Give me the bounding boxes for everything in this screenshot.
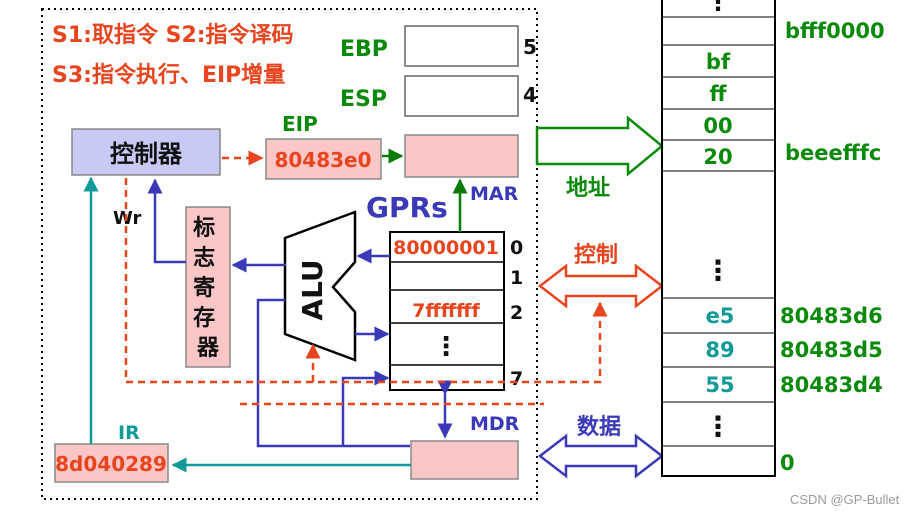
memory-address: beeefffc: [785, 141, 881, 165]
gpr-0-index: 0: [510, 237, 523, 259]
gprs-file: [389, 231, 505, 391]
gpr-0-value: 80000001: [393, 237, 499, 259]
memory-mid-dots: ⋮: [704, 254, 732, 287]
flags-to-controller-arrow: [147, 178, 186, 264]
ir-value: 8d040289: [55, 452, 167, 476]
wr-label: Wr: [113, 208, 142, 229]
stage-line-2: S3:指令执行、EIP增量: [52, 62, 285, 88]
watermark: CSDN @GP-Bullet: [790, 492, 900, 507]
memory-cell-value: 55: [705, 373, 734, 397]
memory-cell-value: 00: [703, 114, 732, 138]
gprs-dots: ⋮: [433, 332, 459, 362]
control-signal-lines: [124, 178, 608, 384]
data-bus-arrow: [537, 433, 665, 479]
control-bus-label: 控制: [574, 242, 618, 268]
gpr-7-index: 7: [510, 368, 523, 390]
gpr-1-index: 1: [510, 267, 523, 289]
memory-cell-value: bf: [706, 50, 731, 74]
memory-column: [661, 0, 776, 477]
mdr-register: [410, 440, 519, 480]
ir-register: [54, 443, 169, 483]
memory-cell-value: 89: [705, 338, 734, 362]
memory-zero-address: 0: [780, 451, 795, 475]
memory-cell-value: 20: [703, 145, 732, 169]
memory-address: 80483d5: [780, 338, 883, 362]
memory-address: bfff0000: [785, 19, 885, 43]
data-bus-label: 数据: [577, 414, 621, 440]
ebp-index: 5: [523, 35, 537, 59]
eip-register: [265, 138, 382, 180]
mar-label: MAR: [470, 183, 519, 205]
esp-label: ESP: [340, 87, 387, 112]
esp-register: [404, 75, 519, 117]
ir-label: IR: [118, 422, 140, 444]
gpr-2-value: 7fffffff: [412, 300, 480, 322]
esp-index: 4: [523, 83, 537, 107]
ebp-label: EBP: [340, 37, 388, 62]
memory-top-dots: ⋮: [706, 0, 730, 16]
eip-value: 80483e0: [274, 148, 371, 172]
address-bus-label: 地址: [566, 176, 610, 201]
flags-register: [185, 206, 231, 368]
memory-cell-value: ff: [709, 82, 727, 106]
memory-address: 80483d4: [780, 373, 883, 397]
cpu-boundary: [41, 8, 538, 500]
alu-label: ALU: [296, 259, 329, 320]
memory-address: 80483d6: [780, 304, 883, 328]
mar-register: [404, 134, 519, 178]
gprs-title: GPRs: [366, 191, 448, 224]
control-bus-arrow: [537, 263, 665, 309]
eip-label: EIP: [282, 112, 318, 136]
alu-shape: [283, 210, 357, 362]
bus-to-gpr7: [341, 370, 390, 446]
stage-line-1: S1:取指令 S2:指令译码: [52, 22, 294, 48]
address-bus-arrow: [535, 115, 664, 177]
gpr-2-index: 2: [510, 302, 523, 324]
internal-data-bus: [256, 298, 410, 448]
memory-bottom-dots: ⋮: [704, 410, 732, 443]
mdr-label: MDR: [470, 413, 520, 435]
flags-label: 标 志 寄 存 器: [193, 215, 223, 361]
controller-box: [71, 128, 221, 176]
ebp-register: [404, 25, 519, 67]
memory-cell-value: e5: [706, 304, 735, 328]
controller-label: 控制器: [110, 140, 183, 168]
